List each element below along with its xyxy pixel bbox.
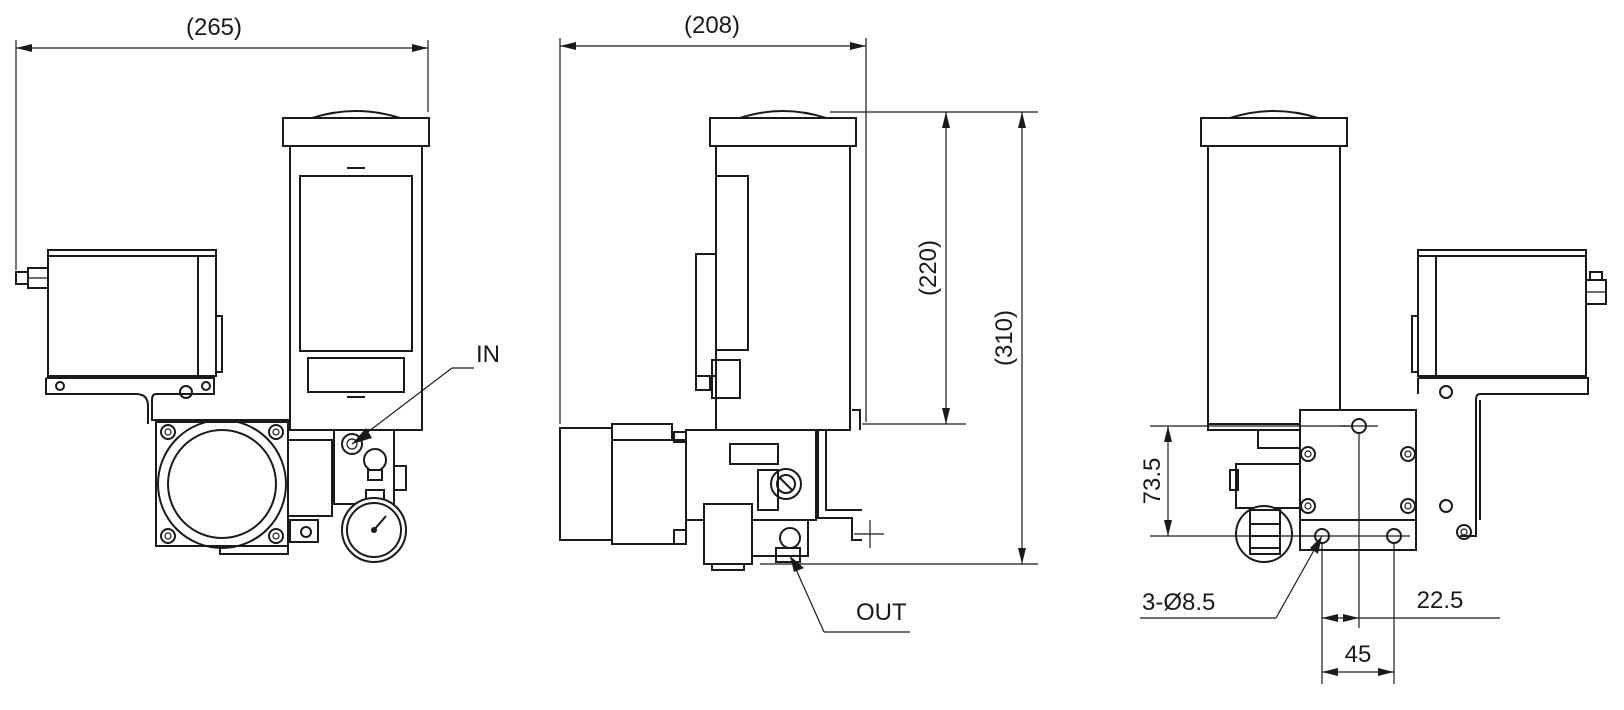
- front-reservoir-cap: [282, 117, 430, 147]
- reservoir-height-label: (220): [915, 240, 942, 296]
- front-pump-housing: [155, 421, 289, 547]
- rear-motor-box: [1417, 249, 1587, 377]
- rear-mounting-plate: [1299, 409, 1417, 551]
- front-motor-box: [47, 249, 217, 377]
- hole-callout: 3-Ø8.5: [1140, 535, 1323, 619]
- inlet-label: IN: [476, 341, 500, 368]
- reservoir-height-dimension: (220): [830, 111, 966, 425]
- rear-bracket: [1418, 377, 1589, 537]
- front-level-window: [299, 175, 413, 352]
- front-label-plate: [307, 357, 405, 393]
- hole-spec-label: 3-Ø8.5: [1142, 589, 1215, 616]
- front-inlet-port: [341, 433, 363, 455]
- rear-view: 73.5 3-Ø8.5 22.5 45: [1139, 110, 1607, 684]
- front-cable-gland: [15, 267, 49, 289]
- front-pump-cover: [157, 419, 287, 549]
- side-reservoir-cap: [709, 117, 857, 147]
- hole-pitch-small-label: 22.5: [1417, 587, 1464, 614]
- side-width-label: (208): [684, 12, 740, 39]
- hole-pitch-small-dimension: 22.5: [1321, 432, 1500, 684]
- front-bracket: [46, 377, 290, 421]
- front-pressure-gauge: [341, 489, 407, 563]
- side-motor: [559, 427, 613, 541]
- front-width-dimension: (265): [15, 14, 429, 270]
- hole-pitch-large-dimension: 45: [1322, 542, 1395, 684]
- mount-height-dimension: 73.5: [1139, 425, 1350, 537]
- hole-pitch-large-label: 45: [1345, 641, 1372, 668]
- front-reservoir-lid: [311, 110, 401, 119]
- side-reservoir-body: [715, 145, 851, 431]
- inlet-leader: [351, 367, 453, 445]
- side-view: OUT (208) (220) (310): [559, 12, 1038, 633]
- front-reservoir-body: [289, 145, 423, 431]
- side-width-dimension: (208): [559, 12, 867, 424]
- outlet-label: OUT: [856, 599, 907, 626]
- side-bracket: [817, 430, 862, 541]
- rear-cable-gland: [1585, 271, 1607, 305]
- mount-height-label: 73.5: [1139, 458, 1166, 505]
- rear-reservoir-cap: [1200, 117, 1348, 147]
- rear-reservoir-body: [1207, 145, 1341, 431]
- front-view: IN (265): [15, 14, 500, 563]
- overall-height-dimension: (310): [760, 111, 1038, 565]
- overall-height-label: (310): [991, 310, 1018, 366]
- front-width-label: (265): [186, 14, 242, 41]
